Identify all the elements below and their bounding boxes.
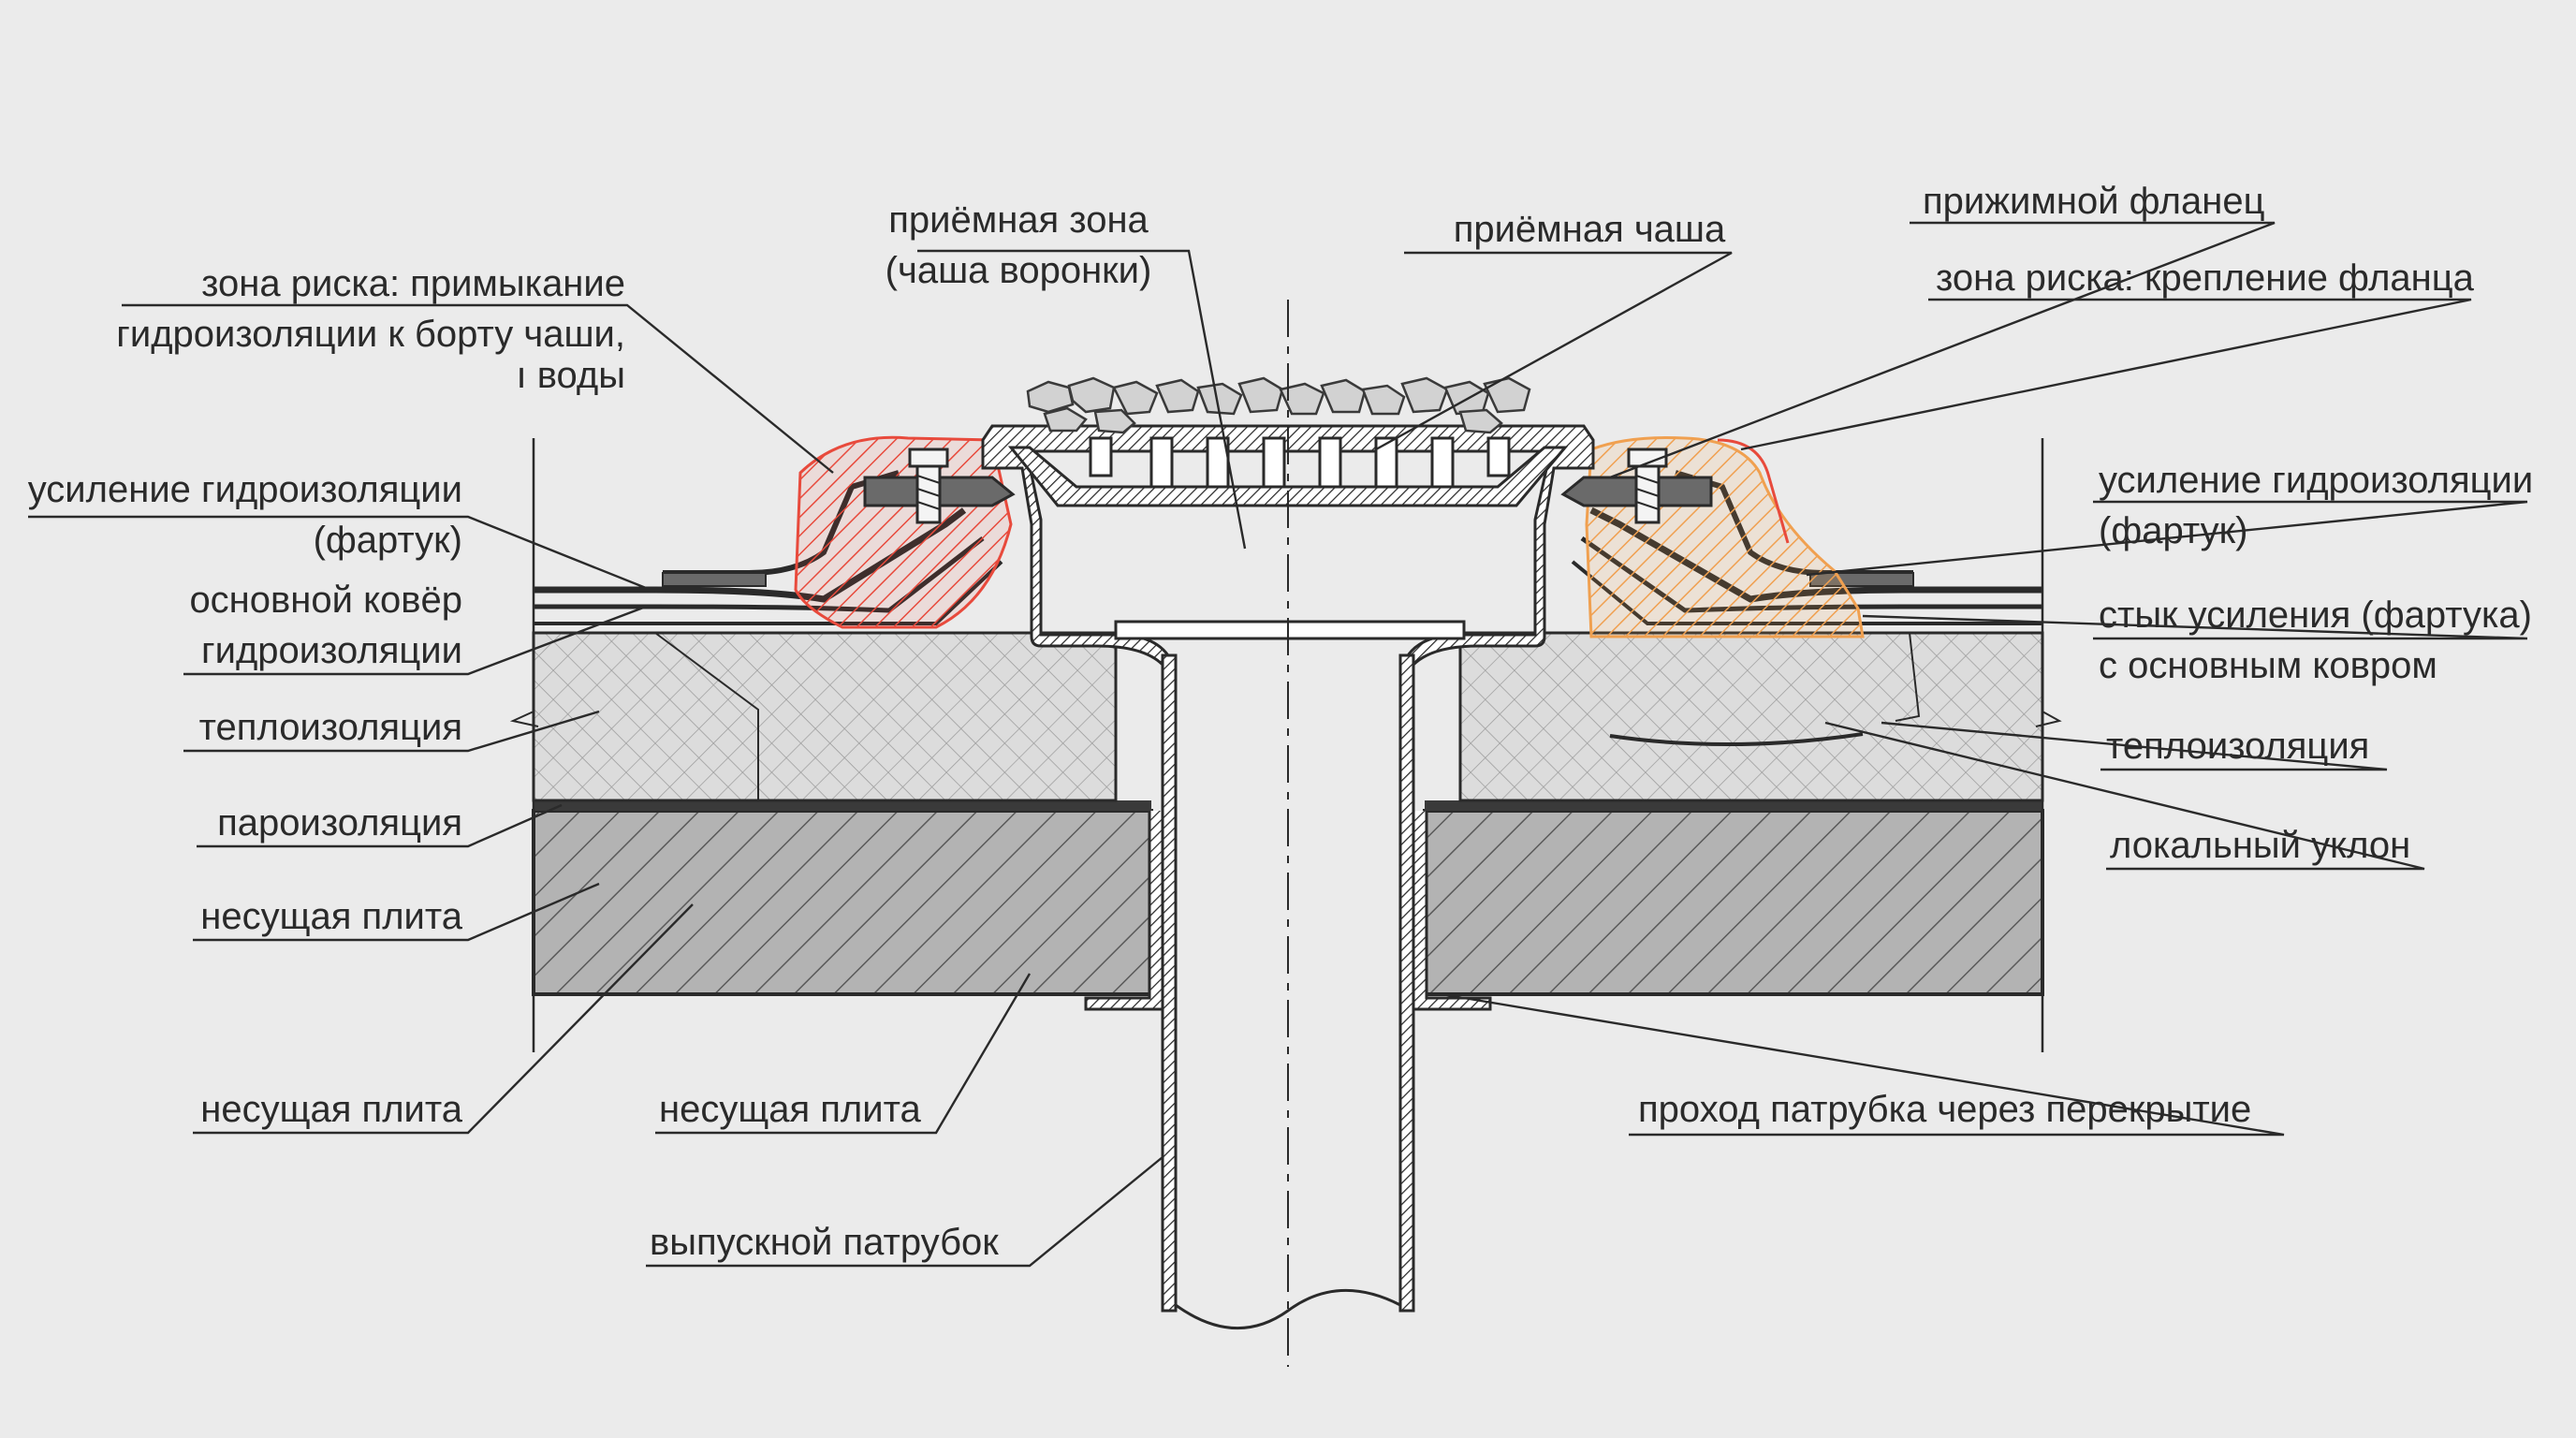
label-main-carpet-1: основной ковёр (189, 580, 462, 621)
bolt-left (908, 448, 949, 524)
outlet-pipe (1084, 653, 1492, 1329)
label-reception-bowl: приёмная чаша (1454, 209, 1726, 250)
label-slab-lower-left: несущая плита (200, 1089, 462, 1130)
label-clamp-flange: прижимной фланец (1923, 181, 2265, 222)
label-risk-zone-bowl-1: зона риска: примыкание (201, 263, 625, 304)
grate (1089, 436, 1511, 489)
label-insulation-left: теплоизоляция (199, 707, 462, 748)
label-outlet-pipe: выпускной патрубок (650, 1222, 999, 1263)
label-joint-2: с основным ковром (2099, 645, 2437, 686)
label-reception-zone-2: (чаша воронки) (886, 250, 1152, 291)
risk-zone-left (794, 435, 1013, 629)
label-reinforcement-right-2: (фартук) (2099, 510, 2247, 551)
funnel-bowl (981, 424, 1595, 996)
labels: зона риска: примыкание гидроизоляции к б… (28, 181, 2534, 1263)
label-reinforcement-left-1: усиление гидроизоляции (28, 469, 462, 510)
label-reinforcement-left-2: (фартук) (314, 520, 462, 561)
label-joint-1: стык усиления (фартука) (2099, 594, 2532, 636)
thermal-insulation (509, 631, 2062, 802)
label-risk-zone-flange: зона риска: крепление фланца (1936, 257, 2475, 299)
label-reception-zone-1: приёмная зона (888, 199, 1149, 241)
label-insulation-right: теплоизоляция (2106, 726, 2369, 767)
label-reinforcement-right-1: усиление гидроизоляции (2099, 460, 2533, 501)
bolt-right (1627, 448, 1668, 524)
leader-lines (28, 221, 2528, 1268)
label-slab-upper-left: несущая плита (200, 896, 462, 937)
clamp-flange (863, 448, 1713, 524)
label-vapor-barrier: пароизоляция (217, 802, 462, 844)
label-local-slope: локальный уклон (2110, 825, 2410, 866)
label-risk-zone-bowl-2: гидроизоляции к борту чаши, (116, 314, 625, 355)
center-axis (532, 300, 2044, 1367)
load-bearing-slab (532, 809, 2044, 996)
label-main-carpet-2: гидроизоляции (201, 630, 462, 671)
label-pipe-passage: проход патрубка через перекрытие (1638, 1089, 2251, 1130)
vapor-barrier (534, 800, 2042, 811)
label-risk-zone-bowl-3: ı воды (517, 355, 625, 396)
label-slab-middle: несущая плита (659, 1089, 921, 1130)
